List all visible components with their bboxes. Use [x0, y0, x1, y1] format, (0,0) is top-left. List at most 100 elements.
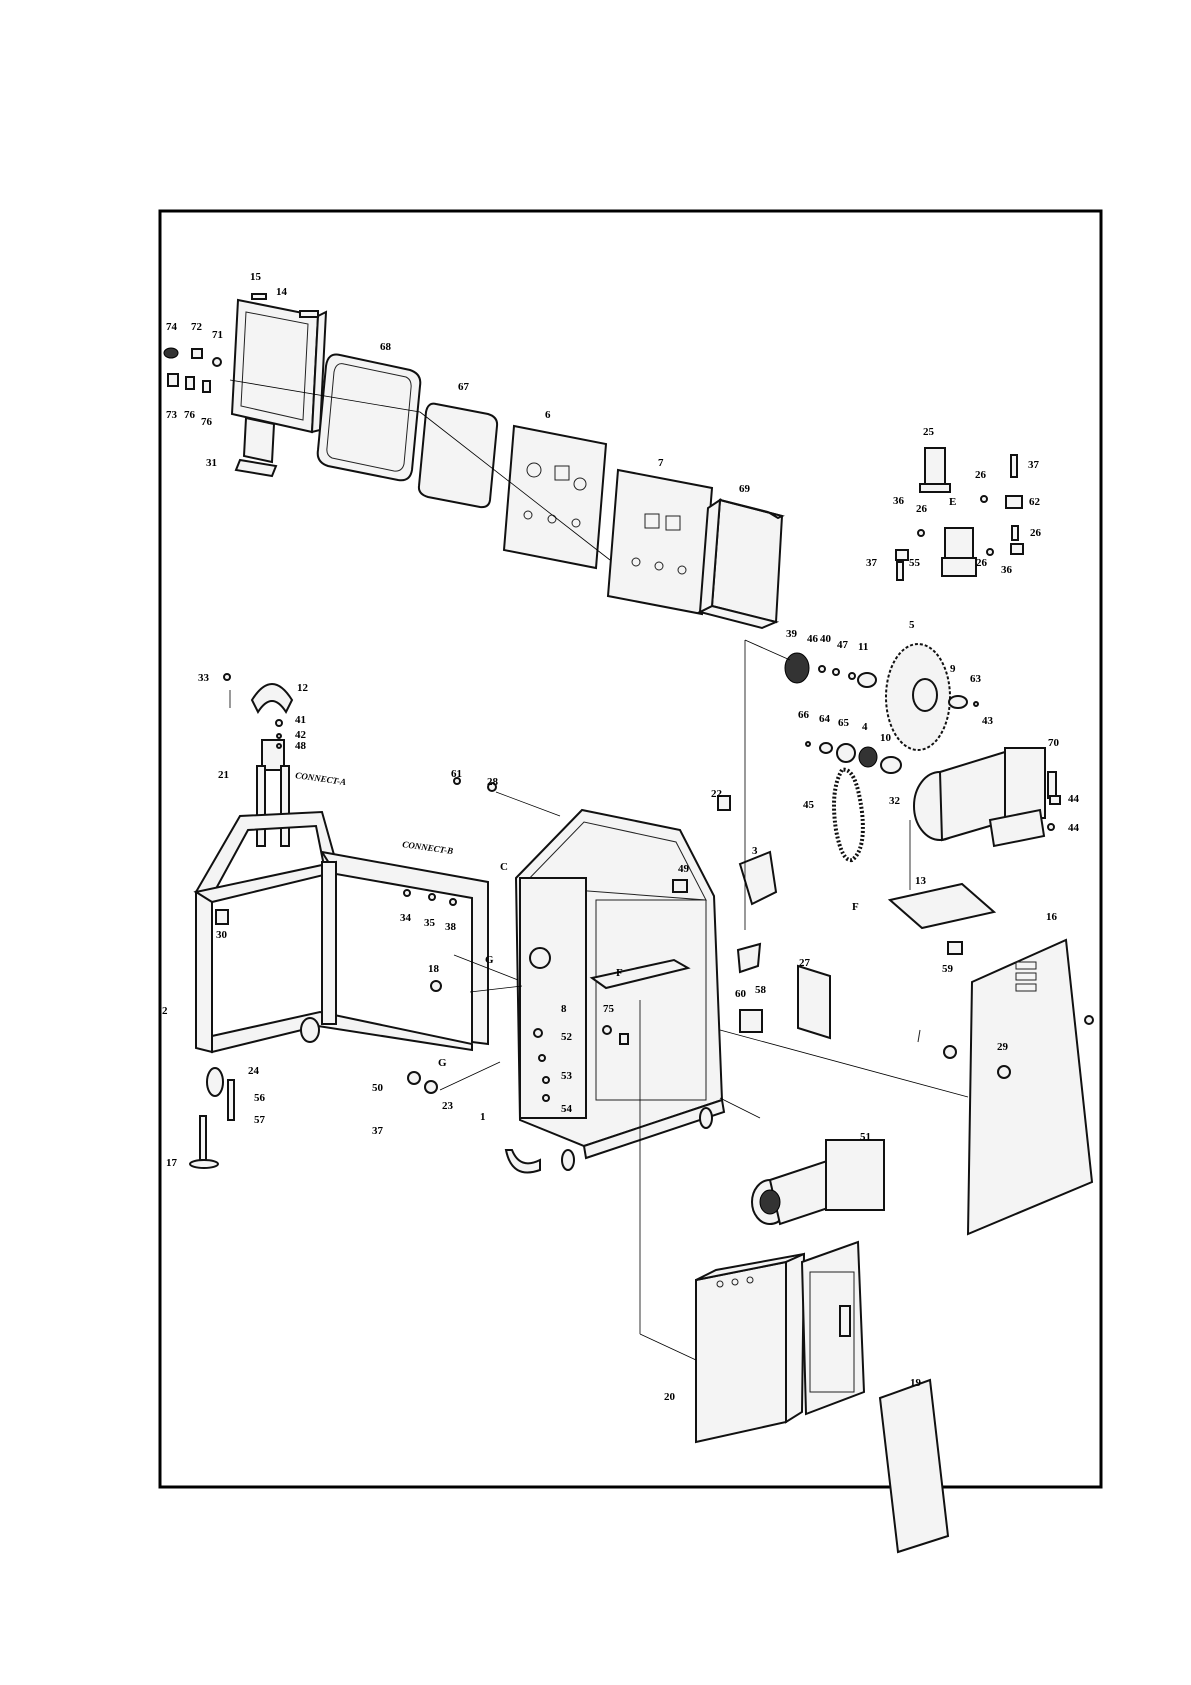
label-59: 59 — [942, 963, 954, 975]
label-46: 46 — [807, 633, 819, 645]
label-52: 52 — [561, 1031, 573, 1043]
side-panel-16 — [968, 940, 1093, 1234]
label-30: 30 — [216, 929, 228, 941]
label-44: 44 — [1068, 822, 1080, 834]
label-36: 36 — [893, 495, 905, 507]
label-62: 62 — [1029, 496, 1041, 508]
motor-32 — [914, 748, 1060, 846]
door-panel-19 — [880, 1380, 948, 1552]
label-31: 31 — [206, 457, 217, 469]
label-70: 70 — [1048, 737, 1060, 749]
label-26: 26 — [1030, 527, 1042, 539]
label-50: 50 — [372, 1082, 384, 1094]
label-68: 68 — [380, 341, 392, 353]
label-43: 43 — [982, 715, 994, 727]
connector-b: CONNECT-B — [402, 839, 454, 856]
label-23: 23 — [442, 1100, 454, 1112]
label-29: 29 — [997, 1041, 1009, 1053]
chain-45 — [834, 770, 863, 860]
label-71: 71 — [212, 329, 223, 341]
label-75: 75 — [603, 1003, 615, 1015]
label-40: 40 — [820, 633, 832, 645]
electrical-box-20 — [696, 1242, 864, 1442]
label-25: 25 — [923, 426, 935, 438]
housing-69 — [700, 500, 782, 628]
label-12: 12 — [297, 682, 309, 694]
label-26: 26 — [976, 557, 988, 569]
label-2: 2 — [162, 1005, 168, 1017]
label-1: 1 — [480, 1111, 486, 1123]
label-37: 37 — [372, 1125, 384, 1137]
gearmotor-51 — [752, 1140, 884, 1224]
label-14: 14 — [276, 286, 288, 298]
label-64: 64 — [819, 713, 831, 725]
label-11: 11 — [858, 641, 868, 653]
label-28: 28 — [487, 776, 499, 788]
label-22: 22 — [711, 788, 723, 800]
label-45: 45 — [803, 799, 815, 811]
label-48: 48 — [295, 740, 307, 752]
label-E: E — [949, 496, 956, 508]
back-panel-7 — [608, 470, 712, 614]
label-36: 36 — [1001, 564, 1013, 576]
label-72: 72 — [191, 321, 203, 333]
label-24: 24 — [248, 1065, 260, 1077]
label-F: F — [852, 901, 859, 913]
label-32: 32 — [889, 795, 901, 807]
label-G: G — [485, 954, 494, 966]
label-56: 56 — [254, 1092, 266, 1104]
label-18: 18 — [428, 963, 440, 975]
label-6: 6 — [545, 409, 551, 421]
label-44: 44 — [1068, 793, 1080, 805]
label-F: F — [616, 967, 623, 979]
small-parts-left — [164, 348, 221, 392]
label-26: 26 — [916, 503, 928, 515]
drive-parts — [806, 742, 901, 773]
label-13: 13 — [915, 875, 927, 887]
label-9: 9 — [950, 663, 956, 675]
label-16: 16 — [1046, 911, 1058, 923]
gasket-68 — [318, 354, 421, 480]
front-panel-6 — [504, 426, 606, 568]
glass-67 — [419, 404, 497, 507]
label-51: 51 — [860, 1131, 871, 1143]
label-G: G — [438, 1057, 447, 1069]
cabinet-1 — [506, 810, 724, 1173]
label-65: 65 — [838, 717, 850, 729]
label-34: 34 — [400, 912, 412, 924]
label-55: 55 — [909, 557, 921, 569]
label-57: 57 — [254, 1114, 266, 1126]
label-38: 38 — [445, 921, 457, 933]
label-26: 26 — [975, 469, 987, 481]
label-54: 54 — [561, 1103, 573, 1115]
label-37: 37 — [1028, 459, 1040, 471]
label-21: 21 — [218, 769, 229, 781]
connector-a: CONNECT-A — [295, 770, 347, 787]
label-37: 37 — [866, 557, 878, 569]
grille-27 — [798, 966, 830, 1038]
label-76: 76 — [201, 416, 213, 428]
lifting-hook-12 — [224, 674, 292, 712]
label-60: 60 — [735, 988, 747, 1000]
control-box-14 — [232, 294, 326, 476]
label-15: 15 — [250, 271, 262, 283]
label-69: 69 — [739, 483, 751, 495]
label-3: 3 — [752, 845, 758, 857]
label-7: 7 — [658, 457, 664, 469]
label-53: 53 — [561, 1070, 573, 1082]
label-39: 39 — [786, 628, 798, 640]
label-41: 41 — [295, 714, 306, 726]
label-47: 47 — [837, 639, 849, 651]
label-C: C — [500, 861, 508, 873]
label-61: 61 — [451, 768, 462, 780]
label-10: 10 — [880, 732, 892, 744]
label-73: 73 — [166, 409, 178, 421]
label-8: 8 — [561, 1003, 567, 1015]
label-49: 49 — [678, 863, 690, 875]
label-4: 4 — [862, 721, 868, 733]
label-66: 66 — [798, 709, 810, 721]
label-17: 17 — [166, 1157, 178, 1169]
frame-2 — [190, 812, 488, 1168]
label-19: 19 — [910, 1377, 922, 1389]
